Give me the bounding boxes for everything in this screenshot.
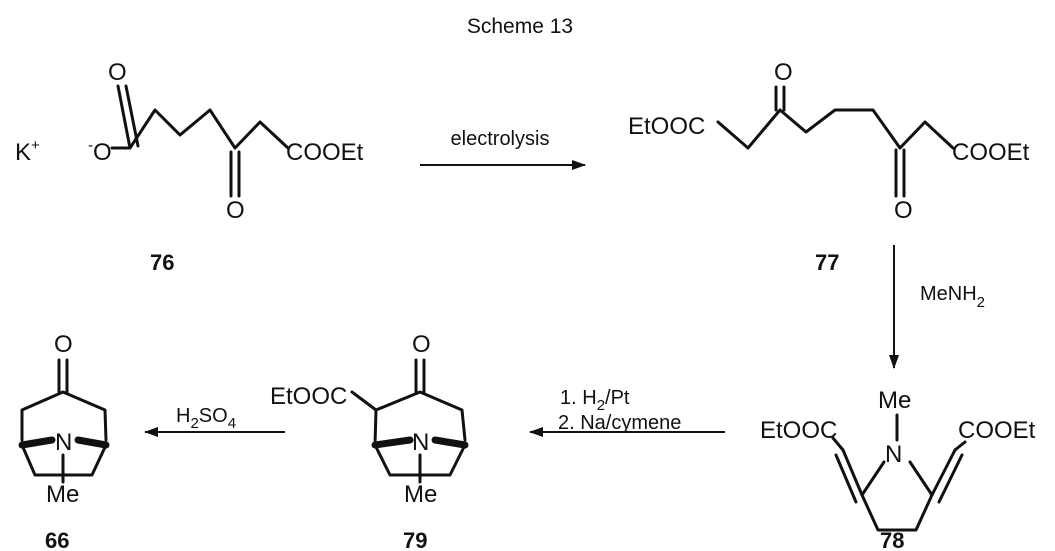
keto-oxygen-bottom: O (894, 197, 913, 224)
methylamine-label: MeNH2 (920, 283, 985, 311)
methyl-label: Me (878, 387, 911, 414)
ester-left-label: EtOOC (628, 113, 705, 140)
wedge-right (74, 436, 110, 449)
nitrogen-label: N (885, 441, 902, 468)
compound-77: EtOOC O O COOEt 77 (628, 59, 1030, 275)
wedge-right (431, 436, 469, 449)
compound-66: O N Me 66 (18, 331, 110, 551)
exo-bond-left-a (841, 448, 864, 497)
keto-oxygen: O (54, 331, 73, 358)
carbon-chain (110, 108, 290, 150)
exo-bond-right-b (937, 453, 964, 504)
step-1-label: 1. H2/Pt (560, 387, 630, 414)
pyrrolidine-ring (860, 460, 934, 532)
top-ring (20, 390, 108, 442)
wedge-left (371, 436, 414, 449)
step-2-label: 2. Na/cymene (558, 412, 681, 434)
keto-oxygen-top: O (774, 59, 793, 86)
left-bridge (373, 408, 378, 447)
compound-76: K+ -O O O COOEt 76 (15, 59, 364, 275)
arrow-electrolysis: electrolysis (420, 128, 586, 170)
ester-right-label: COOEt (952, 139, 1030, 166)
carbonyl-bond-a (116, 84, 132, 150)
ester-label: COOEt (286, 139, 364, 166)
wedge-left (18, 436, 56, 449)
ester-left-label: EtOOC (760, 417, 837, 444)
methyl-label: Me (404, 481, 437, 508)
ester-right-label: COOEt (958, 417, 1036, 444)
methyl-label: Me (46, 481, 79, 508)
compound-number-66: 66 (45, 528, 69, 551)
electrolysis-label: electrolysis (451, 128, 550, 150)
carboxylate-label: -O (88, 137, 112, 166)
carbonyl-oxygen-top: O (108, 59, 127, 86)
acid-label: H2SO4 (176, 405, 236, 432)
potassium-label: K+ (15, 137, 40, 166)
nitrogen-label: N (412, 429, 429, 456)
compound-number-79: 79 (403, 528, 427, 551)
ester-link-right (953, 440, 967, 452)
compound-number-77: 77 (815, 250, 839, 275)
ester-link-left (831, 436, 845, 452)
compound-number-78: 78 (880, 528, 904, 551)
arrow-methylamine: MeNH2 (889, 245, 985, 369)
carbonyl-bond-b (124, 84, 140, 148)
compound-78: EtOOC Me N COOEt 78 (760, 387, 1036, 551)
ester-label: EtOOC (270, 383, 347, 410)
arrow-acid: H2SO4 (144, 405, 285, 437)
keto-oxygen: O (412, 331, 431, 358)
exo-bond-left-b (834, 453, 858, 504)
carbon-chain (716, 108, 955, 150)
nitrogen-label: N (55, 429, 72, 456)
compound-79: EtOOC O N Me 79 (270, 331, 469, 551)
compound-number-76: 76 (150, 250, 174, 275)
exo-bond-right-a (930, 448, 957, 497)
ester-link (350, 390, 378, 412)
scheme-title: Scheme 13 (467, 15, 573, 38)
top-ring (374, 390, 467, 442)
arrow-hydrogenation: 1. H2/Pt 2. Na/cymene (529, 387, 725, 437)
keto-oxygen: O (226, 197, 245, 224)
